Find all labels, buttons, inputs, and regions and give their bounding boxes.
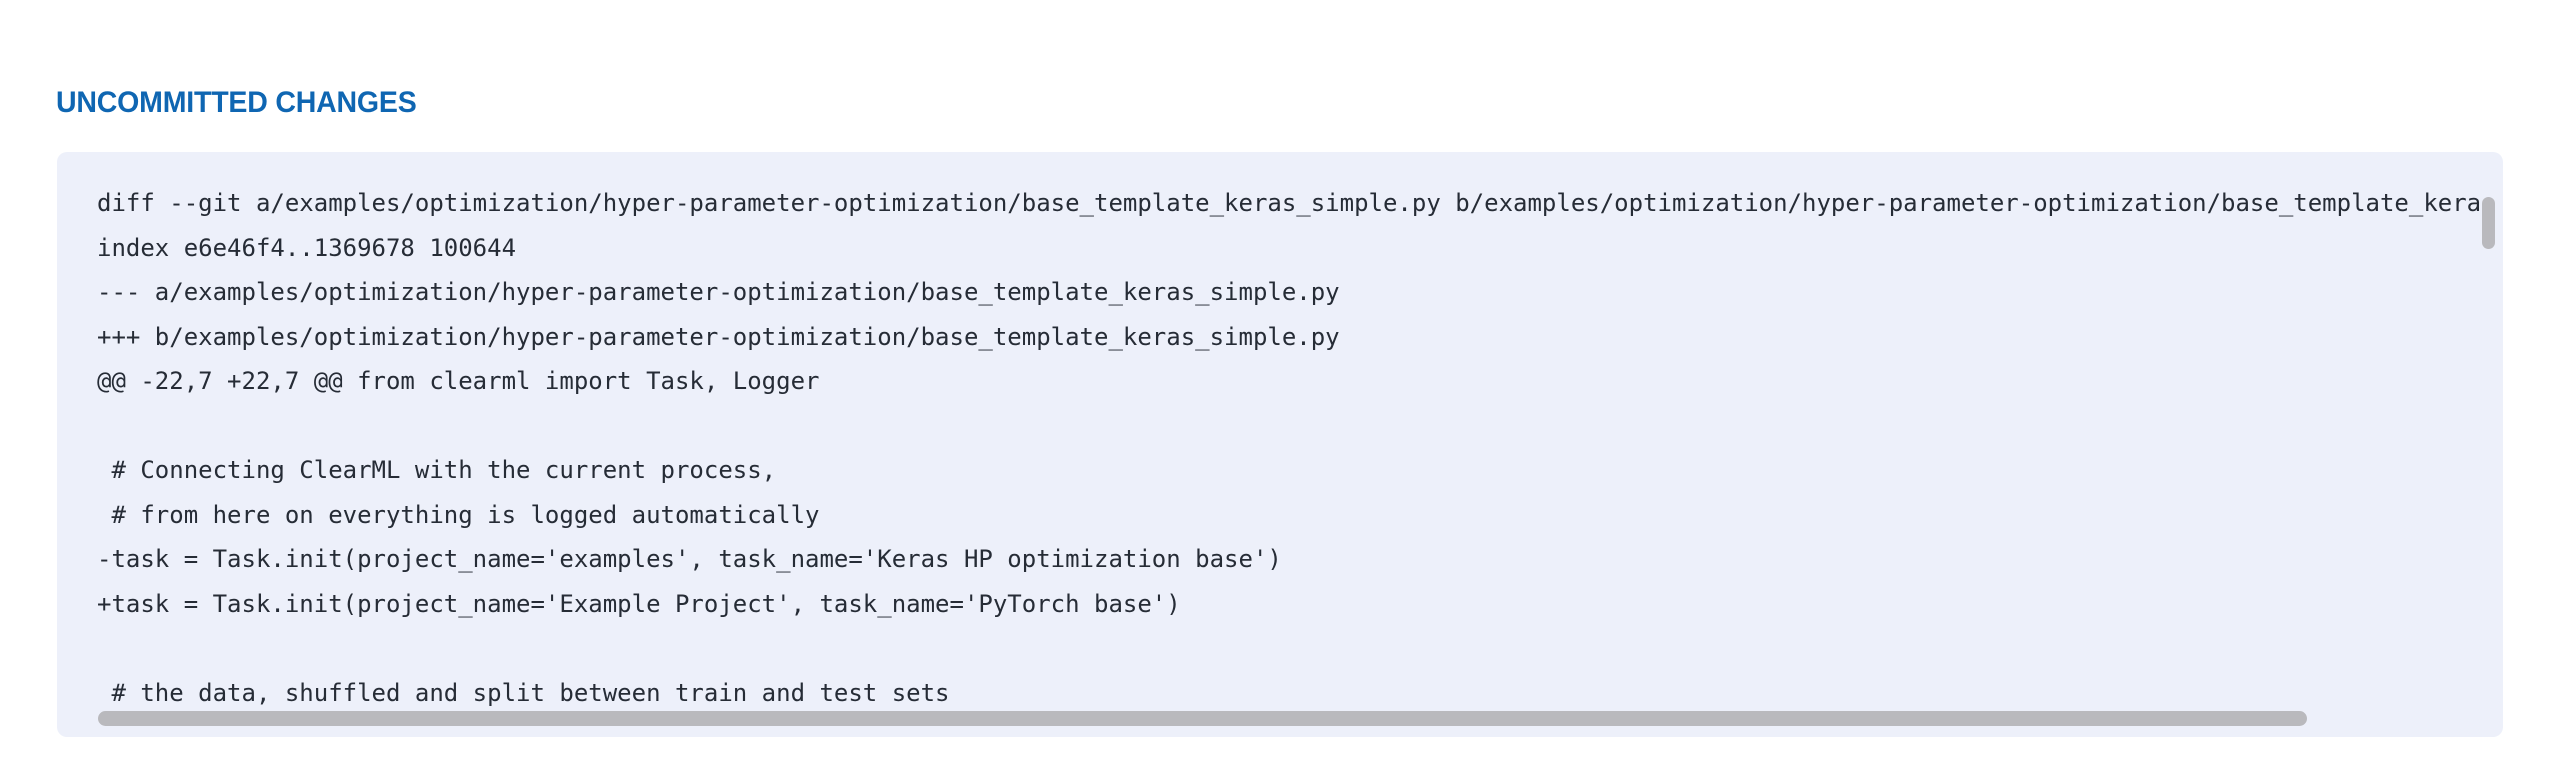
diff-line (97, 404, 2479, 449)
diff-line: # the data, shuffled and split between t… (97, 678, 950, 707)
diff-line (97, 626, 2479, 671)
diff-line: -task = Task.init(project_name='examples… (97, 545, 1282, 573)
diff-line: # Connecting ClearML with the current pr… (97, 456, 777, 484)
diff-line: +task = Task.init(project_name='Example … (97, 589, 1181, 618)
diff-line: +++ b/examples/optimization/hyper-parame… (97, 322, 1340, 351)
diff-line: diff --git a/examples/optimization/hyper… (97, 189, 2479, 217)
diff-line: --- a/examples/optimization/hyper-parame… (97, 278, 1340, 306)
diff-content: diff --git a/examples/optimization/hyper… (97, 181, 2479, 707)
horizontal-scrollbar-thumb[interactable] (98, 711, 2307, 726)
diff-line: @@ -22,7 +22,7 @@ from clearml import Ta… (97, 367, 820, 395)
vertical-scrollbar-thumb[interactable] (2482, 197, 2495, 249)
section-title: UNCOMMITTED CHANGES (56, 86, 417, 119)
diff-panel[interactable]: diff --git a/examples/optimization/hyper… (57, 152, 2503, 737)
diff-line: # from here on everything is logged auto… (97, 500, 820, 529)
diff-line: index e6e46f4..1369678 100644 (97, 233, 517, 262)
